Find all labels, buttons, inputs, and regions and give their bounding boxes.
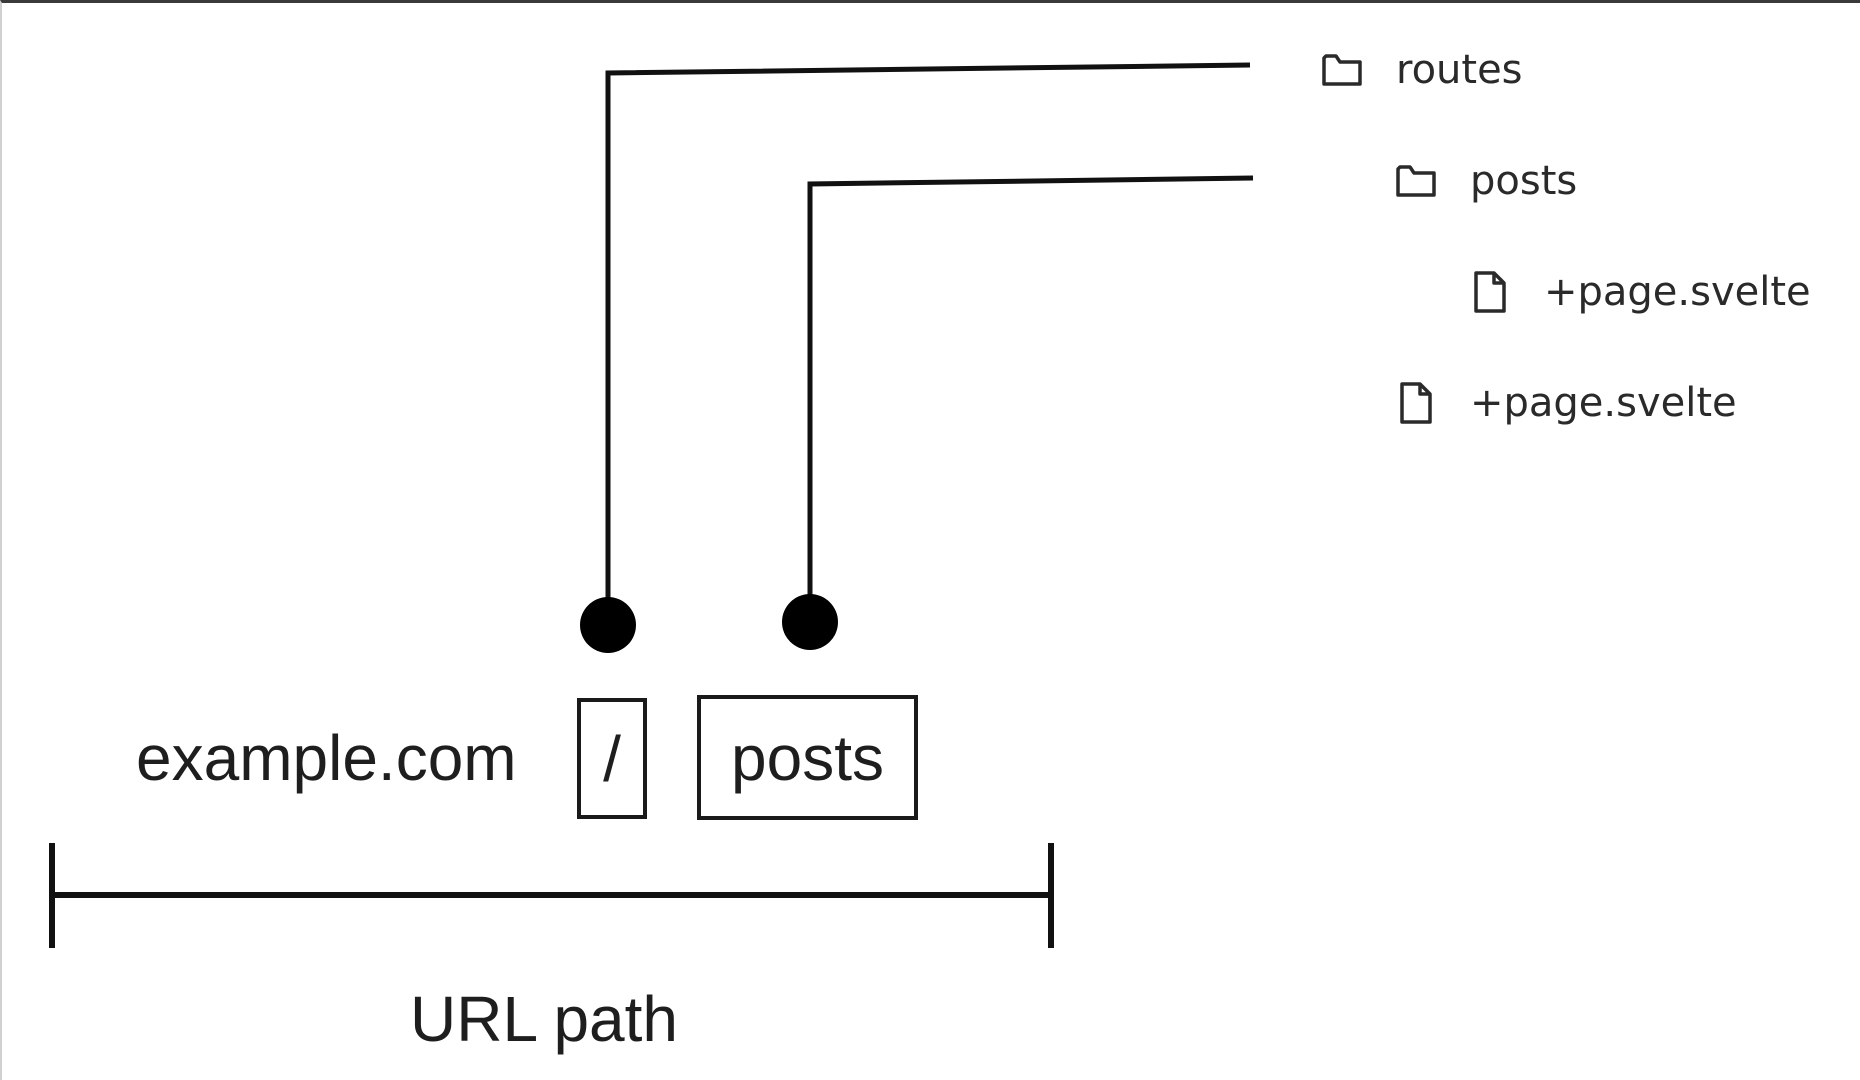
tree-item-posts-page: +page.svelte	[1466, 262, 1811, 322]
posts-segment-dot	[782, 594, 838, 650]
tree-item-label: posts	[1470, 158, 1578, 204]
url-domain: example.com	[136, 722, 517, 794]
tree-item-routes: routes	[1318, 40, 1523, 100]
tree-item-label: +page.svelte	[1470, 380, 1737, 426]
url-segment-posts: posts	[697, 695, 918, 820]
url-path-caption: URL path	[410, 983, 678, 1055]
folder-icon	[1392, 157, 1440, 205]
folder-icon	[1318, 46, 1366, 94]
root-segment-dot	[580, 597, 636, 653]
file-icon	[1466, 268, 1514, 316]
file-icon	[1392, 379, 1440, 427]
url-segment-root: /	[577, 698, 647, 819]
tree-item-label: routes	[1396, 47, 1523, 93]
tree-item-posts: posts	[1392, 151, 1577, 211]
tree-item-routes-page: +page.svelte	[1392, 373, 1737, 433]
tree-item-label: +page.svelte	[1544, 269, 1811, 315]
posts-connector-line	[807, 175, 1254, 612]
routes-connector-line	[605, 62, 1251, 612]
